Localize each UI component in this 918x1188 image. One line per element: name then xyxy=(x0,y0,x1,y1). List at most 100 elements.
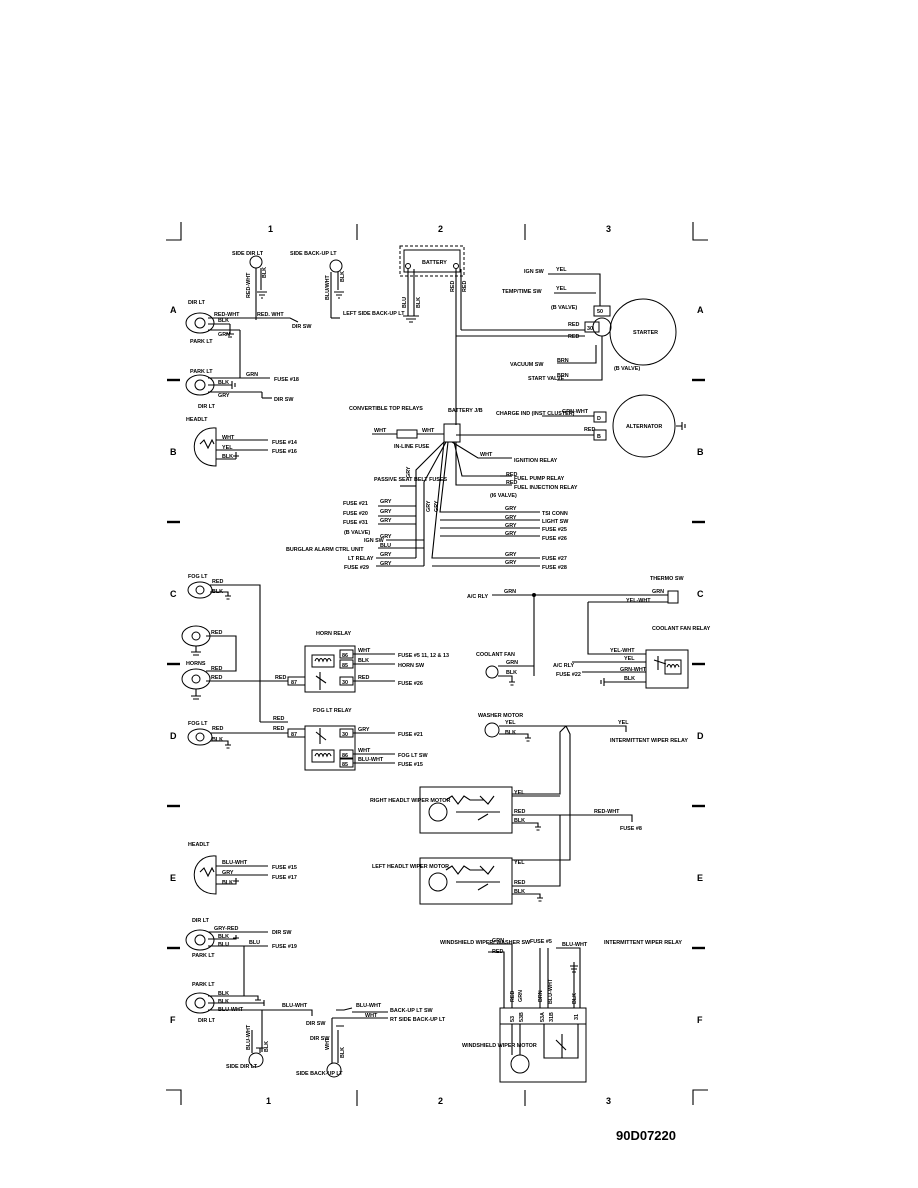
svg-text:53: 53 xyxy=(510,1016,516,1022)
svg-text:GRY: GRY xyxy=(505,531,517,537)
svg-text:BLK: BLK xyxy=(505,730,516,736)
fan-motor-icon xyxy=(485,665,499,679)
svg-text:LIGHT SW: LIGHT SW xyxy=(542,519,569,525)
svg-text:SIDE DIR LT: SIDE DIR LT xyxy=(226,1064,258,1070)
svg-text:FUSE #8: FUSE #8 xyxy=(620,826,642,832)
ground-icon xyxy=(676,422,686,430)
svg-text:TEMP/TIME SW: TEMP/TIME SW xyxy=(502,289,542,295)
svg-text:BRN: BRN xyxy=(557,358,569,364)
svg-text:BLU-WHT: BLU-WHT xyxy=(356,1003,382,1009)
svg-text:BLK: BLK xyxy=(264,1041,270,1052)
svg-text:30: 30 xyxy=(587,326,593,332)
svg-text:RED: RED xyxy=(568,334,579,340)
row-label: E xyxy=(697,873,703,883)
svg-text:ALTERNATOR: ALTERNATOR xyxy=(626,424,662,430)
svg-text:BLK: BLK xyxy=(218,999,229,1005)
svg-text:HEADLT: HEADLT xyxy=(186,417,208,423)
svg-text:BLK: BLK xyxy=(572,993,578,1004)
svg-text:BLK: BLK xyxy=(340,271,346,282)
battery-group: BATTERY BLU BLK RED RED xyxy=(399,245,468,425)
svg-text:BLK: BLK xyxy=(218,991,229,997)
svg-text:VACUUM SW: VACUUM SW xyxy=(510,362,544,368)
svg-text:WHT: WHT xyxy=(422,428,435,434)
svg-text:86: 86 xyxy=(342,653,348,659)
svg-text:D: D xyxy=(597,416,601,422)
svg-text:BLK: BLK xyxy=(340,1047,346,1058)
svg-text:DIR LT: DIR LT xyxy=(188,300,206,306)
fuse-icon xyxy=(396,429,418,439)
headlamp-icon xyxy=(193,427,217,467)
svg-text:BLU-WHT: BLU-WHT xyxy=(218,1007,244,1013)
svg-text:WINDSHIELD WIPER/ WASHER SW: WINDSHIELD WIPER/ WASHER SW xyxy=(440,940,531,946)
svg-text:GRN: GRN xyxy=(506,660,518,666)
svg-text:BLK: BLK xyxy=(506,670,517,676)
svg-text:BLK: BLK xyxy=(514,818,525,824)
svg-text:53B: 53B xyxy=(519,1012,525,1022)
svg-text:GRY: GRY xyxy=(380,552,392,558)
svg-text:BLK: BLK xyxy=(262,267,268,278)
svg-text:FUSE #17: FUSE #17 xyxy=(272,875,297,881)
left-wiper-group: LEFT HEADLT WIPER MOTOR YEL RED BLK xyxy=(372,815,561,905)
figure-code: 90D07220 xyxy=(616,1128,676,1143)
svg-text:IGN SW: IGN SW xyxy=(524,269,545,275)
wiper-motor-box xyxy=(419,857,513,905)
svg-text:BLU: BLU xyxy=(249,940,260,946)
svg-text:GRY: GRY xyxy=(505,552,517,558)
svg-text:BLU-WHT: BLU-WHT xyxy=(246,1024,252,1050)
motor-icon xyxy=(510,1054,530,1074)
headlt-b-group: HEADLT WHT YEL BLK FUSE #14 FUSE #16 xyxy=(186,417,297,467)
svg-text:RIGHT HEADLT WIPER MOTOR: RIGHT HEADLT WIPER MOTOR xyxy=(370,798,450,804)
svg-text:YEL: YEL xyxy=(514,790,525,796)
motor-icon xyxy=(484,722,500,738)
junction-block xyxy=(443,423,461,443)
thermo-switch xyxy=(667,590,679,604)
svg-text:DIR SW: DIR SW xyxy=(272,930,292,936)
svg-text:BRN: BRN xyxy=(538,990,544,1002)
svg-text:RED: RED xyxy=(211,630,222,636)
svg-text:FUSE #20: FUSE #20 xyxy=(343,511,368,517)
svg-text:GRN: GRN xyxy=(518,990,524,1002)
column-label: 2 xyxy=(438,224,443,234)
svg-text:30: 30 xyxy=(342,680,348,686)
row-label: C xyxy=(170,589,177,599)
svg-text:BACK-UP LT SW: BACK-UP LT SW xyxy=(390,1008,434,1014)
svg-text:FOG LT RELAY: FOG LT RELAY xyxy=(313,708,352,714)
svg-text:RED: RED xyxy=(450,281,456,292)
svg-text:RED: RED xyxy=(211,666,222,672)
lamp-icon xyxy=(326,1062,342,1078)
svg-text:INTERMITTENT WIPER RELAY: INTERMITTENT WIPER RELAY xyxy=(610,738,688,744)
svg-text:RED: RED xyxy=(510,991,516,1002)
svg-text:GRY: GRY xyxy=(218,393,230,399)
svg-text:85: 85 xyxy=(342,663,348,669)
svg-text:BLK: BLK xyxy=(222,880,233,886)
svg-text:FUSE #26: FUSE #26 xyxy=(398,681,423,687)
svg-text:INTERMITTENT WIPER RELAY: INTERMITTENT WIPER RELAY xyxy=(604,940,682,946)
svg-text:HEADLT: HEADLT xyxy=(188,842,210,848)
svg-text:RED: RED xyxy=(358,675,369,681)
svg-text:FOG LT: FOG LT xyxy=(188,574,208,580)
row-label: D xyxy=(170,731,177,741)
park-lt-group: PARK LT GRN BLK GRY FUSE #18 DIR SW DIR … xyxy=(185,369,299,410)
svg-text:86: 86 xyxy=(342,753,348,759)
svg-text:RED-WHT: RED-WHT xyxy=(594,809,620,815)
row-labels-right: A B C D E F xyxy=(697,305,704,1025)
lamp-icon xyxy=(249,255,263,269)
svg-text:BLK: BLK xyxy=(218,934,229,940)
svg-text:BLU/WHT: BLU/WHT xyxy=(325,274,331,300)
svg-text:GRY: GRY xyxy=(380,561,392,567)
svg-text:FUSE #25: FUSE #25 xyxy=(542,527,567,533)
ground-icon xyxy=(512,822,541,831)
svg-text:BATTERY J/B: BATTERY J/B xyxy=(448,408,483,414)
svg-text:DIR LT: DIR LT xyxy=(198,1018,216,1024)
frame-marks xyxy=(166,222,708,1106)
svg-text:LT RELAY: LT RELAY xyxy=(348,556,374,562)
wiper-motor-box xyxy=(419,786,513,834)
dir-lt-f-group: DIR LT GRY-RED DIR SW BLK BLU BLU FUSE #… xyxy=(185,918,297,996)
svg-text:DIR LT: DIR LT xyxy=(192,918,210,924)
svg-text:50: 50 xyxy=(597,309,603,315)
alternator xyxy=(612,394,676,458)
svg-text:FUSE #22: FUSE #22 xyxy=(556,672,581,678)
svg-text:GRN: GRN xyxy=(218,332,230,338)
svg-text:RED: RED xyxy=(506,472,517,478)
ground-icon xyxy=(257,291,267,299)
